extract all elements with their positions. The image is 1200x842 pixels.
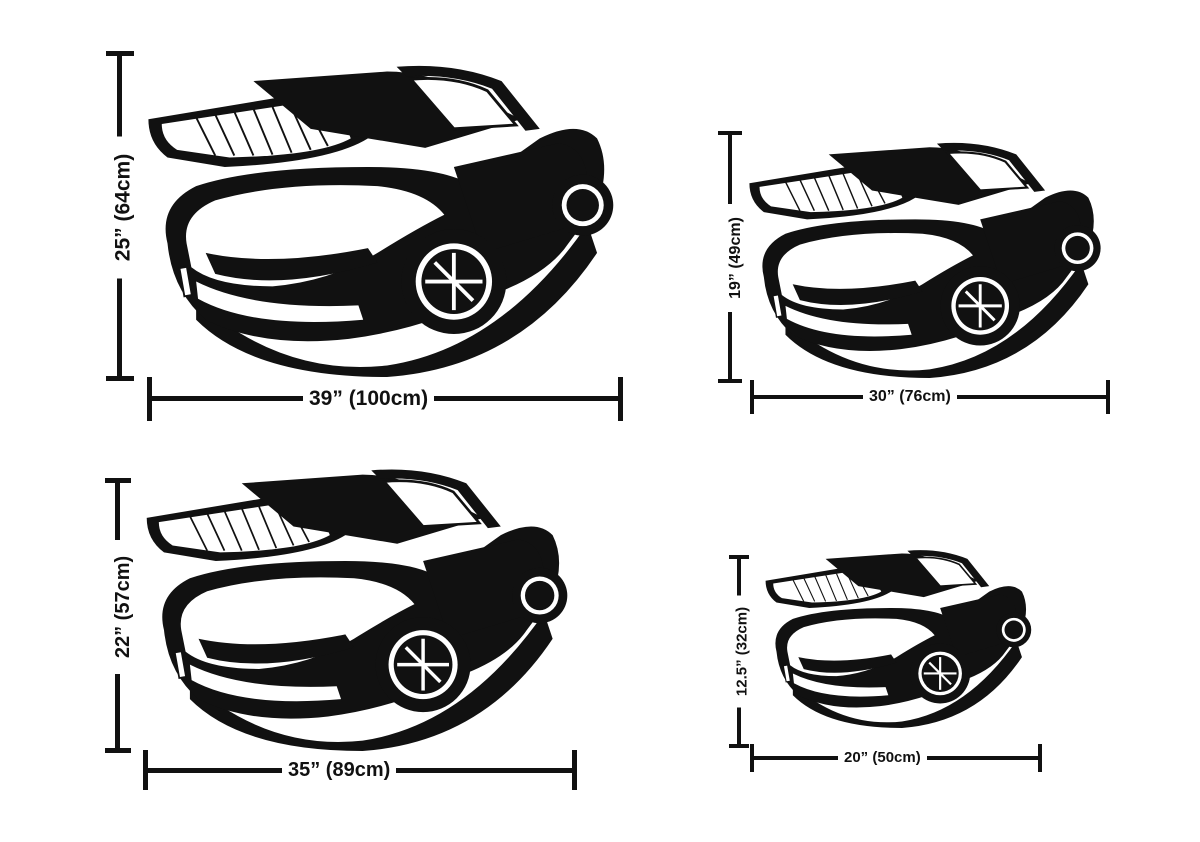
width-label-s: 20” (50cm)	[838, 750, 927, 765]
width-label-l: 30” (76cm)	[863, 389, 957, 405]
car-icon	[755, 548, 1038, 728]
car-icon	[130, 466, 578, 751]
height-label-l: 19” (49cm)	[727, 204, 744, 312]
car-icon	[735, 140, 1110, 378]
height-label-s: 12.5” (32cm)	[734, 595, 751, 708]
car-icon	[130, 62, 625, 377]
height-label-xl: 25” (64cm)	[112, 136, 135, 279]
width-label-xl: 39” (100cm)	[303, 388, 435, 409]
width-label-m: 35” (89cm)	[282, 760, 397, 780]
height-label-m: 22” (57cm)	[112, 540, 134, 674]
